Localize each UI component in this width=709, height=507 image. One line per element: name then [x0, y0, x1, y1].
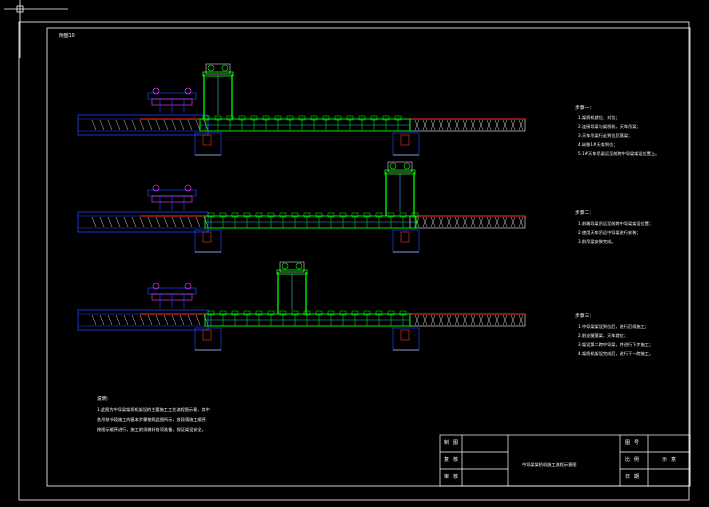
step3-line-3: 3.架设第二跨中导梁，并进行下步施工；: [578, 342, 654, 347]
frame-label: 附图10: [59, 34, 75, 39]
title-block-label-drawing-no: 图号: [625, 440, 644, 446]
title-block-label-checked: 复核: [444, 457, 463, 463]
stage-2-right-pier: [392, 229, 420, 253]
step2-lines: 1.前端导梁吊运至前跨中导梁架设位置； 2.使用天车吊运中导梁进行安装； 3.前…: [578, 221, 654, 249]
title-block-scale-value: 示意: [662, 457, 681, 463]
stage-3-diagram: [77, 261, 526, 351]
stage-3-left-trolley: [147, 282, 197, 308]
bridge-erection-diagrams: [77, 63, 526, 351]
inner-frame: [46, 27, 691, 487]
notes-line-1: 1.此图为中导梁架桥机架设的主要施工工艺流程图示意，其中: [97, 407, 210, 412]
step1-title: 步骤一：: [575, 106, 595, 111]
step2-line-2: 2.使用天车吊运中导梁进行安装；: [578, 230, 641, 235]
stage-3-gantry: [276, 261, 308, 314]
stage-1-diagram: [77, 63, 526, 156]
drawing-title: 中导梁架桥机施工流程示意图: [522, 462, 577, 467]
step1-line-3: 3.天车吊梁行走到位后落梁；: [578, 133, 633, 138]
step2-line-3: 3.前吊梁安装完成。: [578, 239, 616, 244]
step1-lines: 1.架桥机就位、对位； 2.连接导梁与架桥机，天车吊梁； 3.天车吊梁行走到位后…: [578, 115, 660, 161]
title-block-label-reviewed: 审核: [444, 474, 463, 480]
step3-line-4: 4.架桥机架设完成后，进行下一跨施工。: [578, 351, 654, 356]
step3-line-1: 1.中导梁架设到位后，进行后续施工；: [578, 324, 649, 329]
stage-2-diagram: [77, 161, 526, 253]
stage-2-gantry: [384, 161, 416, 216]
stage-3-left-pier: [194, 327, 222, 351]
notes-line-3: 按图示顺序进行，施工前须做好各项准备，保证架设安全。: [97, 427, 206, 432]
step1-line-1: 1.架桥机就位、对位；: [578, 115, 620, 120]
step1-line-2: 2.连接导梁与架桥机，天车吊梁；: [578, 124, 641, 129]
sheet-border: [18, 21, 690, 501]
stage-1-left-trolley: [147, 87, 197, 113]
step1-line-4: 4.纵移1#天车到位；: [578, 142, 618, 147]
stage-1-right-pier: [392, 132, 420, 156]
title-block-label-drawn: 制图: [444, 440, 463, 446]
notes-title: 说明：: [97, 397, 112, 402]
stage-2-left-trolley: [147, 184, 197, 210]
notes-line-2: 各吊装节段施工的基本步骤按照此图所示，各段落施工顺序: [97, 417, 206, 422]
stage-1-gantry: [202, 63, 234, 119]
title-block-label-date: 日期: [625, 474, 644, 480]
step3-line-2: 2.前支腿落梁，天车就位；: [578, 333, 629, 338]
step3-title: 步骤三：: [575, 314, 595, 319]
step1-line-5: 5.1#天车吊梁运至前跨中导梁架设位置上。: [578, 151, 660, 156]
crosshair-cursor-icon: [4, 0, 68, 58]
step3-lines: 1.中导梁架设到位后，进行后续施工； 2.前支腿落梁，天车就位； 3.架设第二跨…: [578, 324, 654, 361]
title-block-label-scale: 比例: [625, 457, 644, 463]
notes-lines: 1.此图为中导梁架桥机架设的主要施工工艺流程图示意，其中 各吊装节段施工的基本步…: [97, 407, 210, 438]
title-block: [439, 434, 691, 487]
step2-line-1: 1.前端导梁吊运至前跨中导梁架设位置；: [578, 221, 654, 226]
step2-title: 步骤二：: [575, 211, 595, 216]
stage-1-left-pier: [194, 132, 222, 156]
stage-3-right-pier: [392, 327, 420, 351]
stage-2-left-pier: [194, 229, 222, 253]
